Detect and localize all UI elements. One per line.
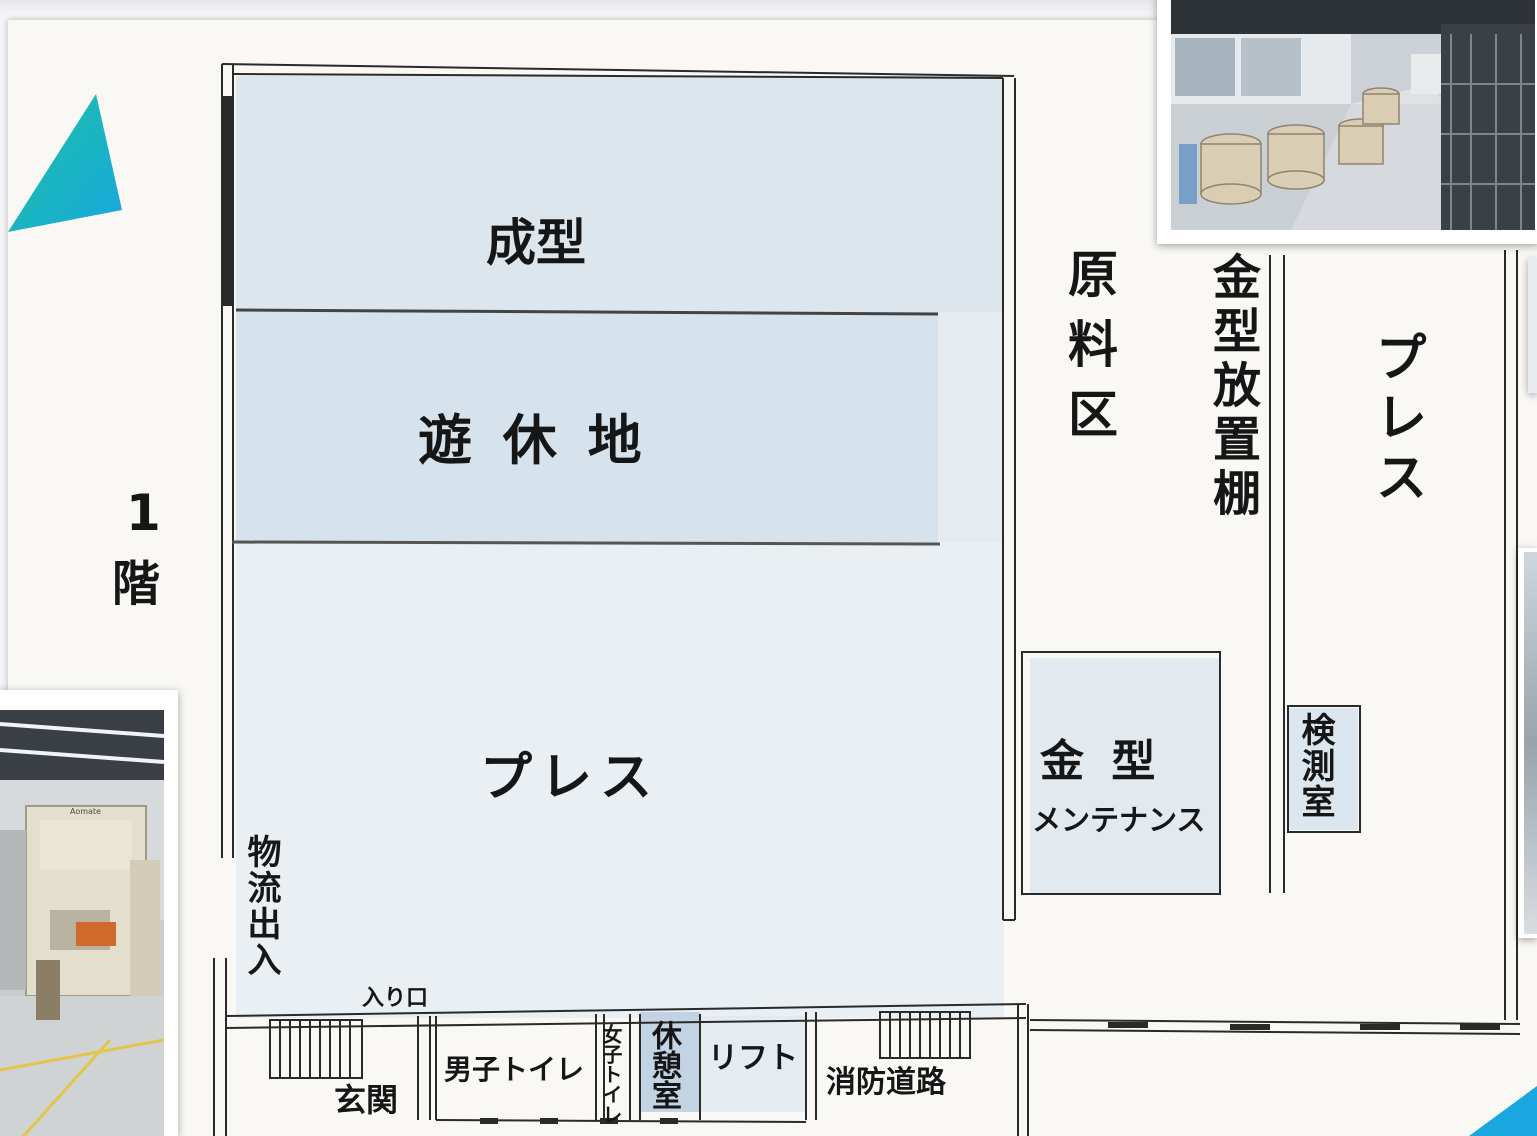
svg-text:Aomate: Aomate: [70, 807, 101, 816]
label-die-storage-shelf: 金型放置棚: [1204, 252, 1260, 522]
top-strip: [0, 0, 1537, 14]
label-womens-toilet: 女子トイレ: [599, 1024, 623, 1124]
photo-fragment-right-2: [1518, 548, 1537, 938]
label-entrance-small: 入り口: [362, 986, 429, 1011]
label-floor-char: 階: [112, 556, 161, 612]
accent-triangle-top-left: [8, 94, 122, 232]
label-raw-material: 原料区: [1060, 248, 1118, 458]
label-inspection-room: 検測室: [1295, 712, 1335, 820]
warehouse-coil-storage-photo-icon: [1171, 0, 1535, 230]
label-mens-toilet: 男子トイレ: [444, 1053, 585, 1086]
label-press-right: プレス: [1366, 330, 1426, 510]
photo-press-machine: Aomate: [0, 690, 178, 1136]
photo-warehouse: [1157, 0, 1537, 244]
label-floor-digit: 1: [126, 484, 161, 542]
label-idle-land: 遊 休 地: [418, 409, 648, 472]
label-main-entrance: 玄関: [334, 1081, 399, 1119]
press-machine-photo-icon: Aomate: [0, 710, 164, 1136]
label-fire-road: 消防道路: [826, 1065, 946, 1100]
label-logistics-gate: 物流出入: [241, 834, 281, 978]
label-break-room: 休憩室: [646, 1020, 681, 1110]
accent-triangle-bottom-right: [1469, 1086, 1537, 1136]
label-press-main: プレス: [480, 748, 661, 808]
label-lift: リフト: [708, 1041, 798, 1076]
photo-fragment-right-1: [1528, 258, 1537, 393]
label-molding: 成型: [486, 214, 586, 272]
label-die-maintenance-1: 金 型: [1040, 736, 1162, 787]
label-die-maintenance-2: メンテナンス: [1032, 803, 1206, 837]
